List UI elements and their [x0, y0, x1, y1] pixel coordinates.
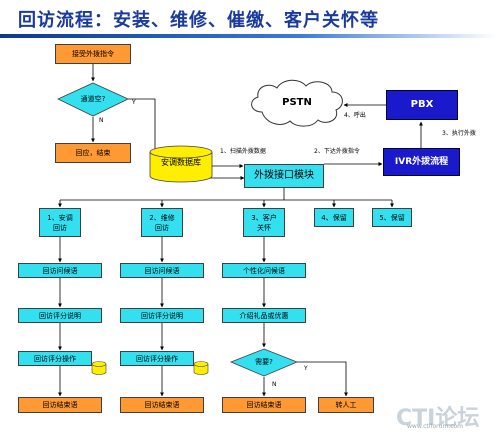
node-outbound-module: 外拨接口模块: [244, 164, 324, 188]
node-greet3: 个性化问候语: [222, 263, 306, 278]
node-end2: 回访结束语: [120, 397, 204, 413]
node-col2: 2、维修回访: [141, 208, 183, 237]
label-execute: 3、执行外拨: [442, 130, 476, 137]
mini-db-icon-2: [193, 361, 209, 375]
node-ivr: IVR外拨流程: [383, 148, 460, 176]
pstn-label: PSTN: [282, 97, 312, 108]
node-score2: 回访评分操作: [120, 351, 194, 366]
node-end3: 回访结束语: [222, 397, 306, 413]
watermark-site: www.ctiforum.com: [407, 423, 464, 430]
node-explain2: 回访评分说明: [120, 308, 204, 323]
node-end1: 回访结束语: [18, 397, 102, 413]
node-greet2: 回访问候语: [120, 263, 204, 278]
label-call-out: 4、呼出: [344, 112, 366, 119]
decision-need: [229, 348, 299, 377]
mini-db-icon-1: [91, 361, 107, 375]
watermark-logo: CTI论坛: [396, 406, 480, 431]
title-underline: [0, 34, 497, 38]
node-reply-end: 回应，结束: [55, 143, 131, 163]
label-issue: 2、下达外拨指令: [314, 148, 360, 155]
label-channel-yes: Y: [132, 99, 136, 106]
decision-channel-free: [57, 82, 129, 117]
label-channel-no: N: [99, 117, 104, 124]
node-col4: 4、保留: [314, 208, 354, 227]
node-agent: 转人工: [318, 397, 374, 413]
label-scan: 1、扫描外拨数据: [220, 148, 266, 155]
label-need-no: N: [272, 381, 277, 388]
node-pbx: PBX: [386, 90, 458, 120]
database-cylinder: [149, 145, 213, 183]
decision-channel-free-label: 通道空?: [80, 95, 106, 103]
node-col3: 3、客户关怀: [243, 208, 285, 237]
pstn-cloud: [251, 79, 343, 127]
node-receive: 接受外拨指令: [55, 44, 131, 64]
decision-need-label: 需要?: [255, 358, 273, 366]
node-gift: 介绍礼品或优惠: [222, 308, 306, 323]
page-title: 回访流程：安装、维修、催缴、客户关怀等: [18, 10, 379, 31]
node-score1: 回访评分操作: [18, 351, 92, 366]
edge-c3-yes: [297, 361, 348, 397]
node-greet1: 回访问候语: [18, 263, 102, 278]
label-need-yes: Y: [304, 365, 308, 372]
node-col1: 1、安调回访: [39, 208, 81, 237]
node-explain1: 回访评分说明: [18, 308, 102, 323]
node-col5: 5、保留: [372, 208, 412, 227]
database-label: 安调数据库: [161, 158, 201, 167]
